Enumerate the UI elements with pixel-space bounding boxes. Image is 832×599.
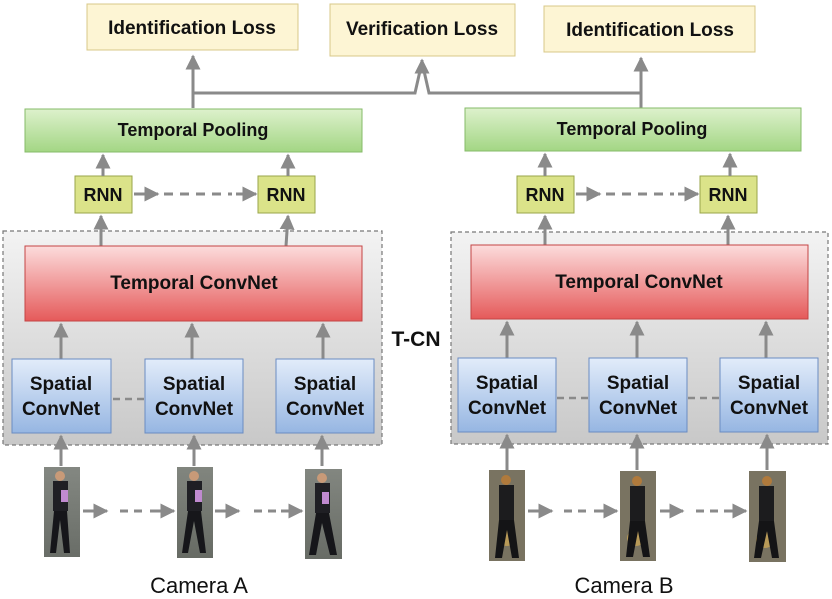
svg-text:Temporal ConvNet: Temporal ConvNet: [110, 273, 278, 294]
svg-text:Spatial: Spatial: [163, 374, 225, 395]
svg-text:ConvNet: ConvNet: [730, 398, 809, 419]
tcn-label: T-CN: [392, 328, 441, 351]
svg-text:ConvNet: ConvNet: [468, 398, 547, 419]
svg-text:Spatial: Spatial: [294, 374, 356, 395]
camera-a-label: Camera A: [150, 573, 248, 598]
rnn-b2: RNN: [699, 175, 758, 214]
loss-connectors: [185, 54, 649, 108]
svg-text:RNN: RNN: [267, 185, 306, 205]
camera-b-label: Camera B: [574, 573, 673, 598]
frame-a3: [305, 469, 342, 559]
temporal-convnet-b: Temporal ConvNet: [470, 244, 809, 320]
svg-text:Temporal Pooling: Temporal Pooling: [557, 119, 708, 139]
spatial-convnet-b1: Spatial ConvNet: [457, 357, 557, 433]
verification-loss: Verification Loss: [329, 3, 516, 57]
svg-text:RNN: RNN: [526, 185, 565, 205]
svg-text:ConvNet: ConvNet: [286, 399, 365, 420]
convnet-to-rnn-arrows: [93, 214, 736, 247]
spatial-links: [113, 396, 719, 401]
temporal-pooling-b: Temporal Pooling: [464, 107, 802, 152]
frame-a1: [44, 467, 80, 557]
frame-to-spatial-arrows: [53, 433, 775, 470]
svg-text:Identification Loss: Identification Loss: [566, 20, 734, 41]
rnn-b1: RNN: [516, 175, 575, 214]
rnn-a2: RNN: [257, 175, 316, 214]
spatial-convnet-a3: Spatial ConvNet: [275, 358, 375, 434]
svg-text:Temporal ConvNet: Temporal ConvNet: [555, 272, 723, 293]
spatial-convnet-a2: Spatial ConvNet: [144, 358, 244, 434]
rnn-a1: RNN: [74, 175, 133, 214]
temporal-pooling-a: Temporal Pooling: [24, 108, 363, 153]
svg-text:ConvNet: ConvNet: [22, 399, 101, 420]
svg-text:Spatial: Spatial: [607, 373, 669, 394]
svg-text:Spatial: Spatial: [738, 373, 800, 394]
svg-text:Spatial: Spatial: [30, 374, 92, 395]
spatial-convnet-a1: Spatial ConvNet: [11, 358, 112, 434]
identification-loss-a: Identification Loss: [86, 3, 299, 51]
svg-text:Spatial: Spatial: [476, 373, 538, 394]
svg-text:ConvNet: ConvNet: [599, 398, 678, 419]
frame-a2: [177, 467, 213, 558]
svg-text:ConvNet: ConvNet: [155, 399, 234, 420]
spatial-convnet-b3: Spatial ConvNet: [719, 357, 819, 433]
svg-text:Identification Loss: Identification Loss: [108, 18, 276, 39]
spatial-convnet-b2: Spatial ConvNet: [588, 357, 688, 433]
frame-b1: [489, 470, 525, 561]
identification-loss-b: Identification Loss: [543, 5, 756, 53]
svg-text:Verification Loss: Verification Loss: [346, 19, 498, 40]
spatial-to-temporal-arrows: [53, 320, 774, 359]
svg-text:Temporal Pooling: Temporal Pooling: [118, 120, 269, 140]
frame-b3: [749, 471, 786, 562]
frame-b2: [620, 471, 656, 561]
rnn-to-pooling-arrows: [95, 152, 738, 176]
temporal-convnet-a: Temporal ConvNet: [24, 245, 363, 322]
svg-text:RNN: RNN: [709, 185, 748, 205]
svg-text:RNN: RNN: [84, 185, 123, 205]
